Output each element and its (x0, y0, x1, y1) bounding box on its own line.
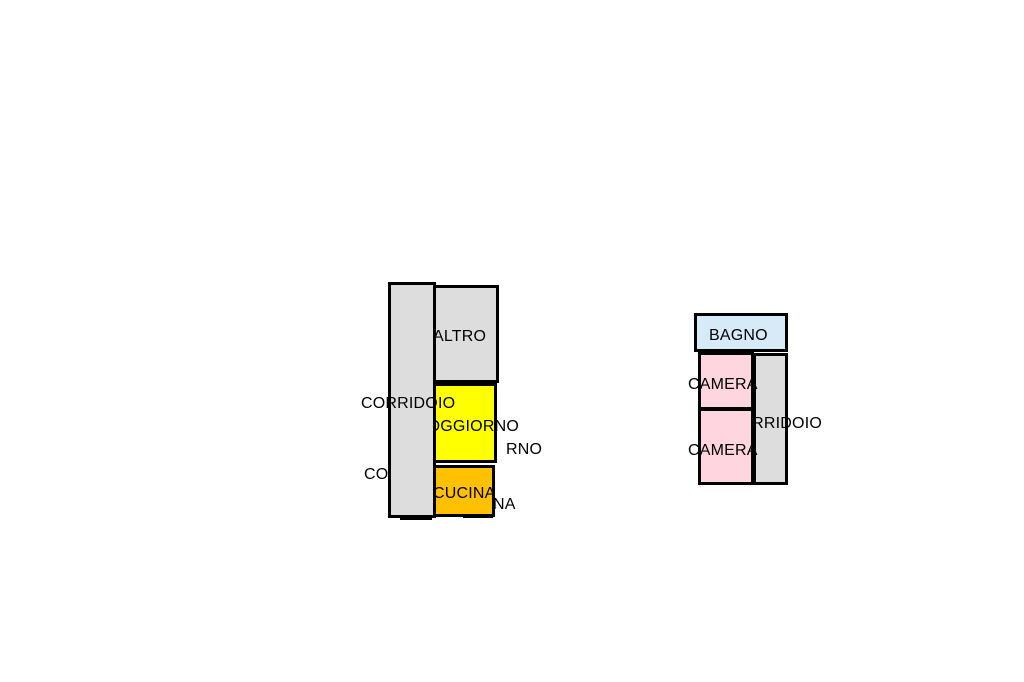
label-fragment: NA (493, 496, 516, 513)
room-corridoio-left (388, 282, 436, 518)
room-label-bagno: BAGNO (709, 327, 768, 344)
room-label-camera: CAMERA (688, 376, 758, 393)
room-camera-2 (698, 408, 754, 485)
room-label-camera: CAMERA (688, 442, 758, 459)
room-corridoio-right (753, 353, 788, 485)
window-sill (463, 514, 493, 518)
room-label-corridoio: CORRIDOIO (361, 395, 456, 412)
room-label-cucina: CUCINA (433, 485, 496, 502)
room-label-soggiorno: SOGGIORNO (433, 419, 519, 435)
room-bagno (694, 313, 788, 352)
window-sill (400, 516, 432, 520)
room-label-corridoio-right: CORRIDOIO (754, 416, 822, 432)
label-fragment: CO (364, 466, 389, 483)
room-label-altro: ALTRO (433, 329, 487, 345)
label-fragment: RNO (506, 441, 543, 458)
